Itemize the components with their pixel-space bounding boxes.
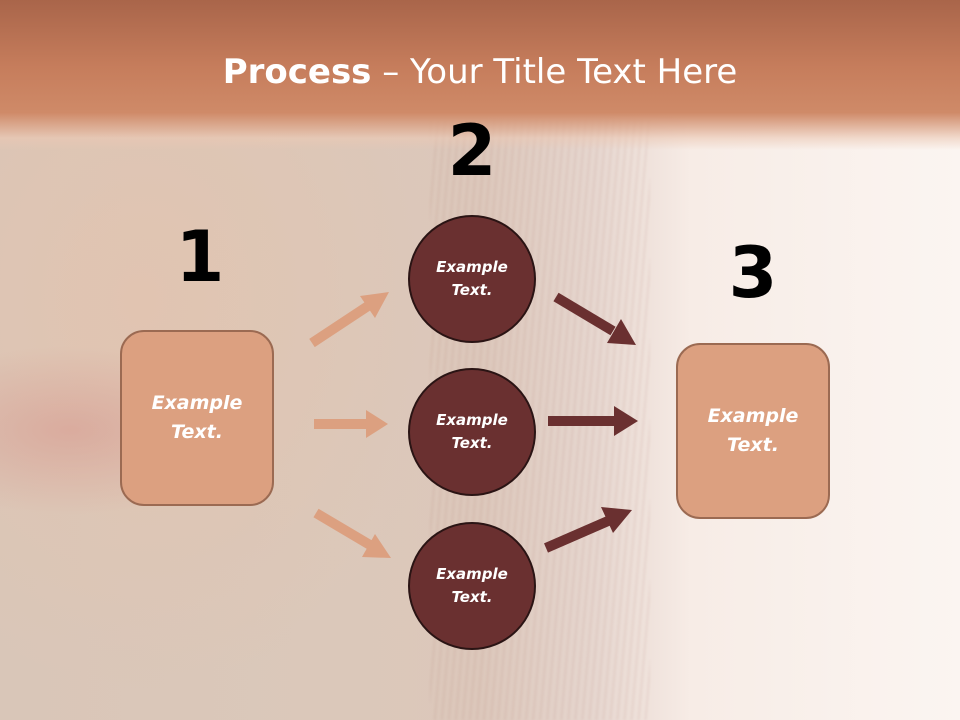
arrow-down-right bbox=[553, 292, 636, 345]
arrow-up-left bbox=[309, 292, 389, 348]
middle-node-2-text: Example Text. bbox=[436, 411, 508, 452]
arrow-down-left bbox=[313, 508, 391, 558]
middle-node-2[interactable]: Example Text. bbox=[408, 368, 536, 496]
step-3-text: Example Text. bbox=[707, 405, 799, 456]
middle-node-1-text: Example Text. bbox=[436, 258, 508, 299]
arrow-up-right bbox=[544, 507, 632, 553]
step-1-text: Example Text. bbox=[151, 392, 243, 443]
step-number-3: 3 bbox=[728, 232, 778, 314]
middle-node-3-text: Example Text. bbox=[436, 565, 508, 606]
step-number-1: 1 bbox=[175, 216, 225, 298]
step-3-box[interactable]: Example Text. bbox=[676, 343, 830, 519]
middle-node-3[interactable]: Example Text. bbox=[408, 522, 536, 650]
arrow-mid-right bbox=[548, 406, 638, 436]
middle-node-1[interactable]: Example Text. bbox=[408, 215, 536, 343]
step-1-box[interactable]: Example Text. bbox=[120, 330, 274, 506]
title-bold: Process bbox=[222, 52, 372, 92]
title-banner bbox=[0, 0, 960, 150]
arrow-mid-left bbox=[314, 410, 388, 438]
step-number-2: 2 bbox=[447, 110, 497, 192]
slide-title: Process – Your Title Text Here bbox=[0, 52, 960, 92]
title-rest: – Your Title Text Here bbox=[371, 52, 738, 92]
